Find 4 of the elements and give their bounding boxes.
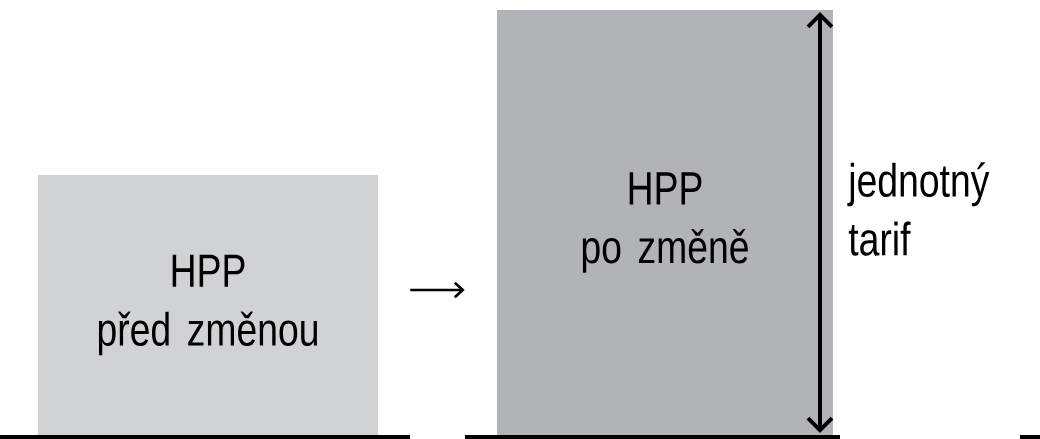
bar-box: HPP po změně — [497, 10, 833, 435]
bar-box: HPP před změnou — [38, 175, 378, 435]
arrow — [410, 281, 465, 299]
dimension-label: jednotný tarif — [847, 162, 990, 256]
